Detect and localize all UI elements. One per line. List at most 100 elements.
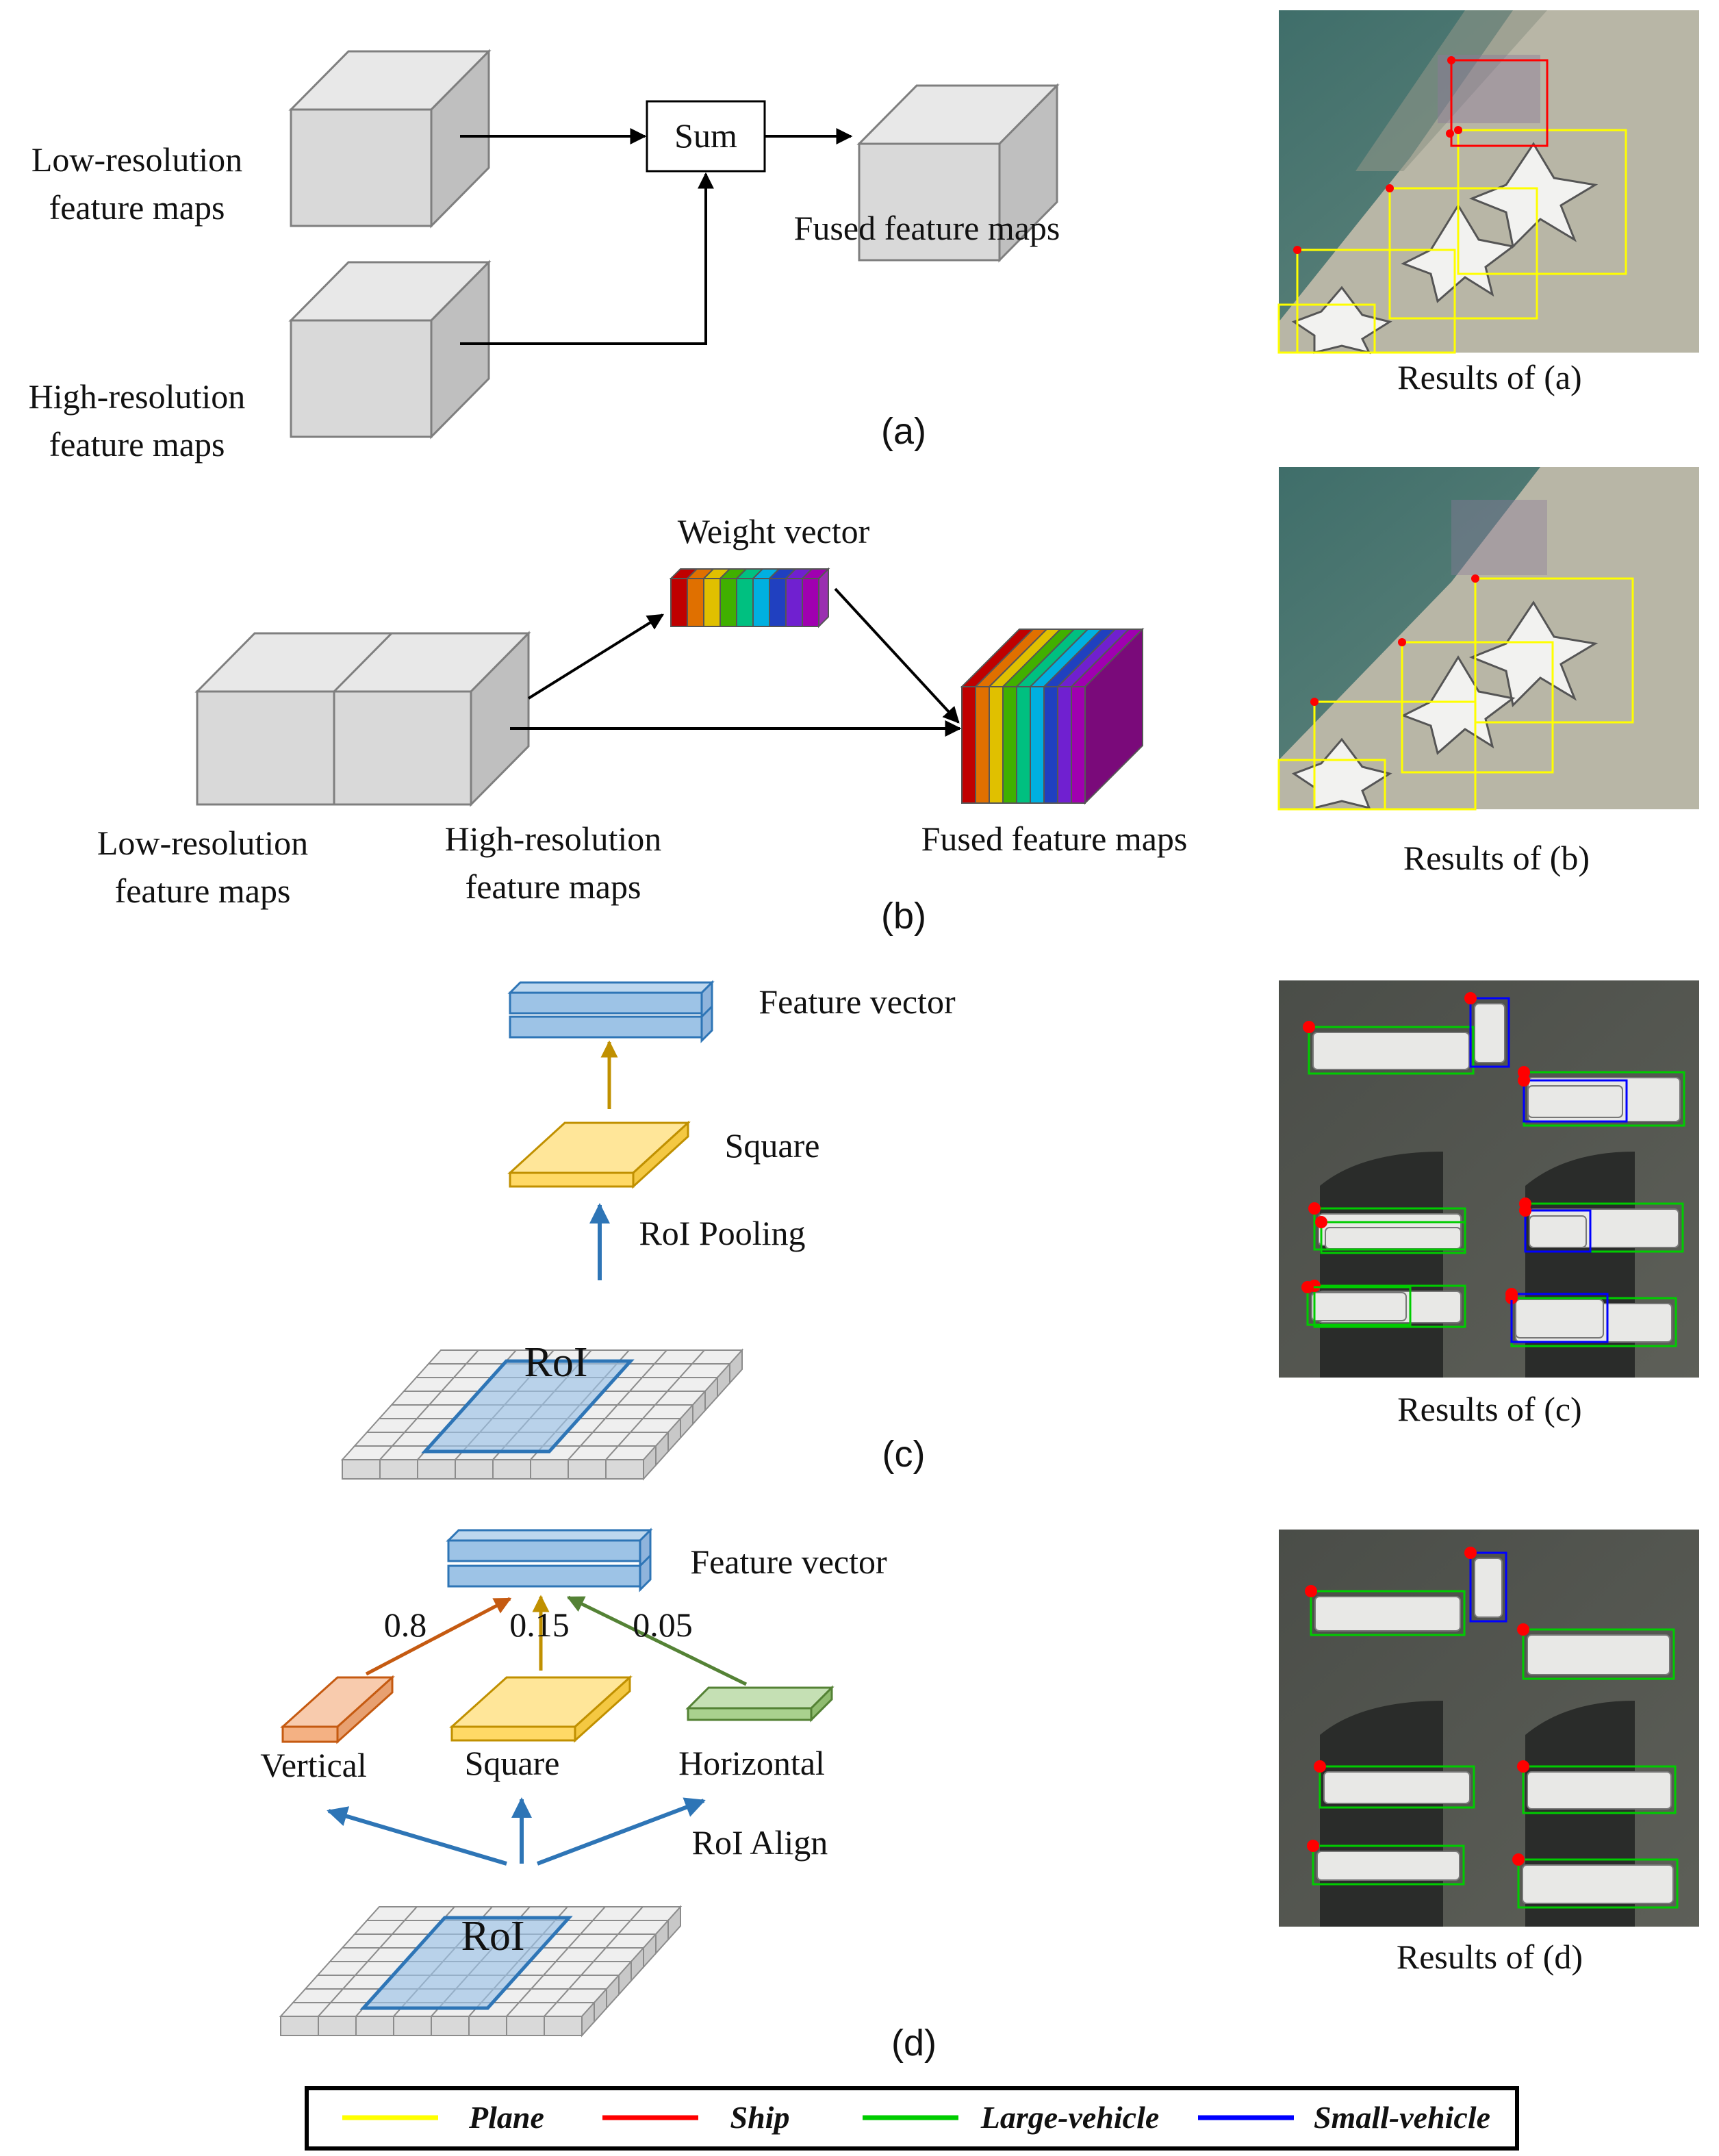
- fused-cube-side: [1084, 627, 1143, 805]
- detection-box: [1312, 1844, 1465, 1886]
- detection-corner-dot: [1303, 1021, 1315, 1033]
- vertical-block: [280, 1675, 395, 1745]
- fused-stripe: [961, 686, 976, 804]
- fused-stripe: [1043, 686, 1058, 804]
- vehicle: [1527, 1771, 1672, 1810]
- vehicle: [1474, 1558, 1503, 1618]
- low-res-label-b-2: feature maps: [115, 872, 291, 910]
- fused-stripe: [1030, 686, 1045, 804]
- weight-stripe: [802, 578, 819, 627]
- vehicle: [1323, 1771, 1470, 1804]
- caption-c: (c): [882, 1434, 926, 1475]
- detection-box: [1319, 1765, 1475, 1809]
- fused-label-b: Fused feature maps: [921, 820, 1188, 858]
- detection-corner-dot: [1505, 1288, 1518, 1300]
- result-caption-d: Results of (d): [1397, 1938, 1583, 1976]
- feature-vector-label-d: Feature vector: [690, 1543, 887, 1581]
- vehicle: [1314, 1596, 1461, 1632]
- detection-corner-dot: [1464, 992, 1477, 1004]
- detection-box: [1522, 1765, 1677, 1814]
- result-caption-c: Results of (c): [1397, 1390, 1581, 1428]
- detection-box: [1524, 1209, 1592, 1253]
- detection-corner-dot: [1512, 1853, 1525, 1866]
- legend-label-plane: Plane: [468, 2100, 544, 2135]
- vehicle: [1311, 1292, 1407, 1321]
- panel-d: 0.8 0.15 0.05 RoI Feature vector Vertica…: [260, 1527, 937, 2064]
- vehicle: [1312, 1032, 1470, 1070]
- weight-stripe: [703, 578, 721, 627]
- vertical-label: Vertical: [260, 1746, 366, 1784]
- grid-front-cell: [492, 1459, 531, 1480]
- grid-front-cell: [530, 1459, 569, 1480]
- grid-front-cell: [355, 2016, 394, 2036]
- low-res-cube-a: [288, 49, 492, 229]
- low-res-label-b: Low-resolution: [97, 824, 308, 862]
- panel-c: RoI Feature vector Square RoI Pooling (c…: [340, 980, 956, 1481]
- panel-b: Weight vector Low-resolution feature map…: [97, 512, 1188, 937]
- grid-front-cell: [342, 1459, 381, 1480]
- low-res-label-a: Low-resolution: [31, 140, 242, 179]
- detection-box: [1523, 1079, 1628, 1123]
- detection-box: [1469, 997, 1510, 1068]
- grid-front-cell: [568, 1459, 607, 1480]
- detection-box: [1510, 1293, 1609, 1343]
- roi-grid-c: [340, 1348, 744, 1481]
- detection-box: [1313, 1284, 1466, 1328]
- detection-corner-dot: [1519, 1204, 1531, 1217]
- feature-vector-c: [507, 980, 715, 1043]
- detection-box: [1310, 1590, 1466, 1636]
- fused-label-a: Fused feature maps: [794, 209, 1060, 247]
- legend-label-ship: Ship: [730, 2100, 790, 2135]
- weight-label-horizontal: 0.05: [633, 1606, 693, 1644]
- vehicle: [1522, 1864, 1674, 1904]
- detection-box: [1517, 1858, 1679, 1909]
- result-image-d: [1279, 1530, 1699, 1927]
- fused-stripe: [1002, 686, 1017, 804]
- panel-a: Sum Low-resolution feature maps High-res…: [29, 49, 1060, 464]
- high-res-label-b-2: feature maps: [466, 867, 641, 906]
- arrow-roi-to-horizontal: [536, 1797, 706, 1866]
- weight-stripe: [736, 578, 754, 627]
- weight-stripe: [670, 578, 688, 627]
- weight-stripe: [752, 578, 770, 627]
- detection-corner-dot: [1517, 1760, 1529, 1773]
- legend: Plane Ship Large-vehicle Small-vehicle: [305, 2086, 1519, 2151]
- grid-front-cell: [379, 1459, 418, 1480]
- detection-corner-dot: [1301, 1281, 1314, 1293]
- fused-stripe: [1057, 686, 1072, 804]
- square-label-c: Square: [725, 1126, 820, 1165]
- horizontal-label: Horizontal: [678, 1744, 825, 1782]
- detection-corner-dot: [1517, 1623, 1529, 1636]
- fused-stripe: [989, 686, 1004, 804]
- weight-vector-side: [818, 567, 829, 629]
- legend-label-large-vehicle: Large-vehicle: [980, 2100, 1160, 2135]
- vehicle: [1325, 1227, 1462, 1250]
- grid-front-cell: [605, 1459, 644, 1480]
- horizontal-block: [685, 1685, 835, 1723]
- grid-front-cell: [393, 2016, 432, 2036]
- result-image-c: [1279, 980, 1699, 1378]
- detection-corner-dot: [1464, 1547, 1477, 1559]
- caption-a: (a): [881, 411, 926, 452]
- detection-box: [1320, 1221, 1466, 1254]
- detection-corner-dot: [1314, 1760, 1326, 1773]
- grid-front-cell: [544, 2016, 583, 2036]
- roi-grid-d: [279, 1905, 683, 2038]
- vehicle: [1474, 1003, 1505, 1063]
- high-res-label-b: High-resolution: [445, 820, 662, 858]
- weight-stripe: [785, 578, 803, 627]
- detection-corner-dot: [1315, 1216, 1327, 1228]
- detection-corner-dot: [1305, 1585, 1317, 1597]
- result-image-b: [1277, 467, 1699, 811]
- shadow-region: [1320, 1701, 1443, 1927]
- arrow-high-to-sum: [460, 172, 714, 345]
- result-caption-b: Results of (b): [1403, 839, 1590, 877]
- grid-front-cell: [318, 2016, 357, 2036]
- weight-stripe: [720, 578, 737, 627]
- grid-front-cell: [506, 2016, 545, 2036]
- weight-stripe: [687, 578, 704, 627]
- vehicle: [1527, 1085, 1623, 1118]
- grid-side-cell: [729, 1348, 743, 1385]
- arrow-to-weight: [527, 613, 665, 700]
- joined-cubes-b: [194, 631, 531, 807]
